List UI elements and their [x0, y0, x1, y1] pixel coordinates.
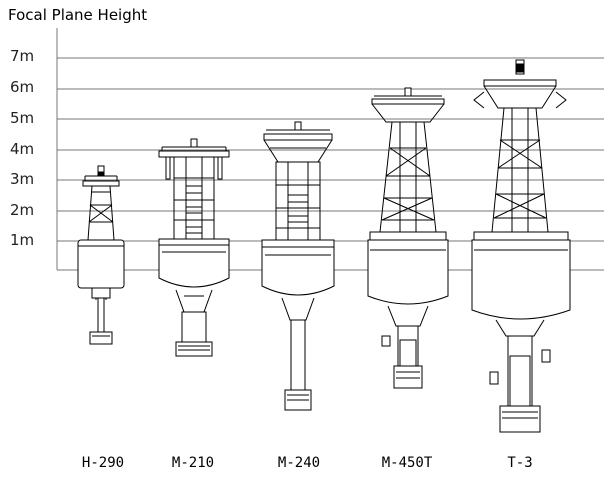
buoy-h-290	[77, 165, 125, 345]
label-m-240: M-240	[277, 455, 321, 471]
buoy-m-450t	[367, 87, 449, 389]
label-m-210: M-210	[171, 455, 215, 471]
tick-label-1m: 1m	[10, 231, 35, 249]
buoy-t-3	[471, 59, 571, 433]
tick-label-3m: 3m	[10, 170, 35, 188]
tick-label-4m: 4m	[10, 140, 35, 158]
label-m-450t: M-450T	[381, 455, 433, 471]
tick-label-6m: 6m	[10, 78, 35, 96]
tick-label-7m: 7m	[10, 47, 35, 65]
buoy-m-210	[158, 138, 230, 357]
tick-label-2m: 2m	[10, 201, 35, 219]
tick-label-5m: 5m	[10, 109, 35, 127]
label-h-290: H-290	[81, 455, 125, 471]
buoy-m-240	[261, 121, 335, 411]
diagram-title: Focal Plane Height	[8, 6, 148, 24]
label-t-3: T-3	[507, 455, 533, 471]
